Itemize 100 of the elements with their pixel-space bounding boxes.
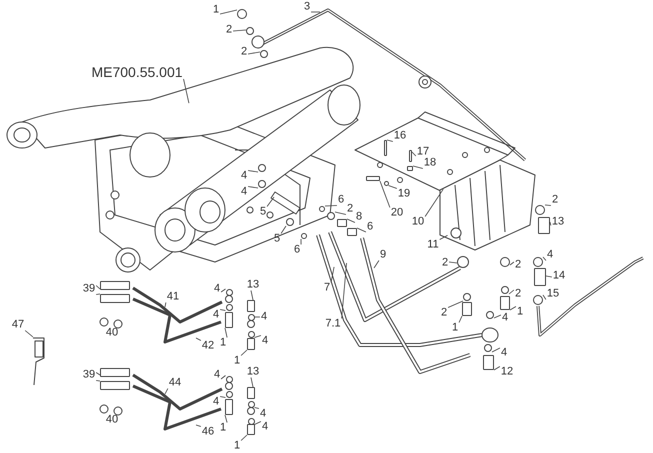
fitting-part bbox=[462, 302, 472, 316]
callout-number: 39 bbox=[82, 370, 96, 380]
leader-line bbox=[220, 10, 238, 14]
fitting-part bbox=[337, 219, 347, 227]
fitting-part bbox=[409, 150, 412, 162]
leader-line bbox=[250, 290, 254, 300]
ring-part bbox=[457, 256, 469, 268]
leader-line bbox=[448, 300, 464, 308]
callout-number: 2 bbox=[346, 204, 354, 214]
fitting-part bbox=[247, 424, 255, 435]
callout-number: 13 bbox=[246, 280, 260, 290]
leader-line bbox=[248, 170, 258, 172]
callout-number: 41 bbox=[166, 292, 180, 302]
leader-line bbox=[96, 380, 100, 382]
leader-line bbox=[196, 338, 202, 341]
callout-number: 4 bbox=[260, 336, 270, 346]
leader-line bbox=[96, 285, 100, 290]
callout-number: 15 bbox=[546, 288, 560, 300]
callout-number: 47 bbox=[10, 320, 26, 330]
fitting-part bbox=[538, 217, 550, 234]
leader-line bbox=[492, 348, 500, 352]
callout-number: 4 bbox=[240, 170, 248, 182]
callout-number: 4 bbox=[500, 348, 508, 358]
callout-number: 11 bbox=[426, 240, 440, 250]
leader-line bbox=[542, 294, 546, 300]
callout-number: 44 bbox=[168, 378, 182, 388]
leader-line bbox=[240, 434, 248, 441]
ring-part bbox=[533, 295, 543, 305]
leader-line bbox=[439, 234, 448, 240]
fitting-part bbox=[384, 140, 387, 156]
ring-part bbox=[237, 9, 247, 19]
callout-number: 6 bbox=[336, 194, 346, 206]
fitting-part bbox=[247, 300, 255, 312]
ring-part bbox=[248, 418, 254, 424]
callout-number: 14 bbox=[552, 270, 566, 282]
ring-part bbox=[486, 311, 494, 319]
leader-line bbox=[546, 276, 552, 278]
leader-line bbox=[220, 396, 226, 398]
callout-number: 39 bbox=[82, 284, 96, 294]
leader-line bbox=[386, 140, 394, 142]
leader-line bbox=[424, 188, 444, 217]
leader-line bbox=[248, 186, 258, 188]
callout-number: 2 bbox=[550, 194, 560, 206]
fitting-part bbox=[100, 281, 130, 290]
callout-number: 2 bbox=[440, 258, 450, 268]
callout-number: 4 bbox=[260, 312, 268, 322]
leader-line bbox=[346, 218, 356, 223]
ring-part bbox=[384, 180, 388, 186]
ring-part bbox=[501, 286, 509, 294]
leader-line bbox=[96, 294, 100, 295]
fitting-part bbox=[100, 368, 130, 377]
callout-number: 12 bbox=[500, 366, 514, 378]
leader-line bbox=[510, 262, 514, 266]
leader-line bbox=[448, 262, 458, 264]
callout-number: 17 bbox=[416, 146, 430, 158]
leader-line bbox=[280, 226, 286, 234]
fitting-part bbox=[534, 268, 546, 286]
ring-part bbox=[246, 27, 254, 35]
callout-number: 4 bbox=[258, 408, 268, 420]
ring-part bbox=[248, 400, 254, 408]
leader-line bbox=[380, 180, 390, 208]
leader-line bbox=[266, 196, 274, 207]
ring-part bbox=[301, 233, 307, 239]
callout-number: 4 bbox=[212, 284, 222, 294]
callout-number: 4 bbox=[212, 310, 220, 320]
leader-line bbox=[544, 204, 552, 206]
callout-number: 3 bbox=[302, 2, 312, 12]
leader-line bbox=[388, 185, 398, 189]
leader-line bbox=[240, 350, 248, 356]
ring-part bbox=[500, 257, 510, 267]
callout-number: 1 bbox=[516, 306, 524, 318]
leader-line bbox=[356, 228, 366, 232]
leader-line bbox=[412, 166, 424, 169]
leader-line bbox=[224, 328, 228, 338]
fitting-part bbox=[407, 166, 413, 171]
leader-line bbox=[248, 52, 260, 54]
ring-part bbox=[226, 288, 232, 296]
leader-line bbox=[341, 262, 347, 319]
leader-line bbox=[542, 256, 546, 261]
callout-number: 7.1 bbox=[324, 318, 342, 330]
callout-number: 40 bbox=[104, 414, 120, 426]
leader-line bbox=[254, 407, 260, 409]
ring-part bbox=[260, 50, 268, 58]
leader-line bbox=[458, 316, 462, 323]
callout-number: 13 bbox=[550, 216, 566, 228]
leader-line bbox=[220, 309, 226, 311]
callout-number: 6 bbox=[292, 244, 302, 256]
leader-line bbox=[96, 372, 100, 376]
leader-line bbox=[324, 205, 338, 206]
leader-line bbox=[232, 30, 246, 32]
leader-line bbox=[508, 290, 514, 294]
callout-number: 10 bbox=[410, 216, 426, 228]
leader-line bbox=[334, 212, 346, 215]
ring-part bbox=[248, 314, 254, 320]
leader-line bbox=[250, 377, 254, 388]
fitting-part bbox=[225, 399, 233, 415]
callout-number: 4 bbox=[212, 370, 222, 380]
ring-part bbox=[248, 330, 254, 338]
callout-number: 1 bbox=[232, 440, 242, 452]
ring-part bbox=[327, 212, 335, 220]
